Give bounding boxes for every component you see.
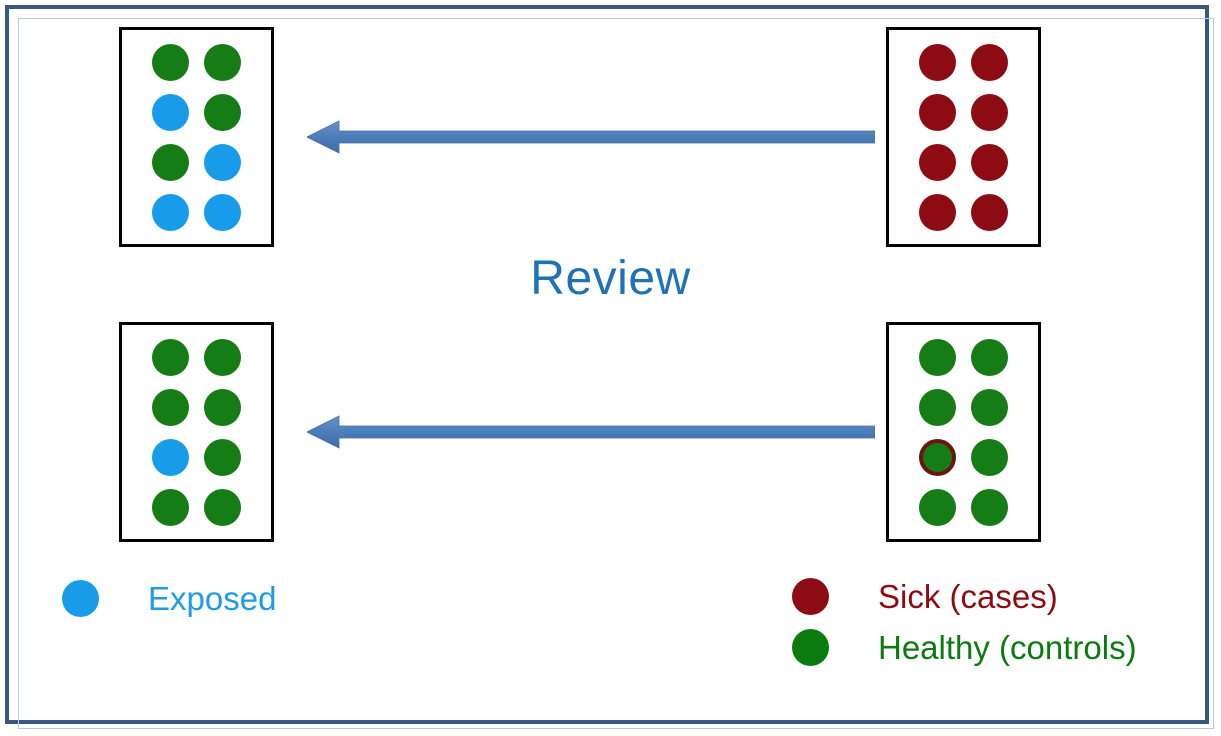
sick-dot — [918, 43, 956, 81]
legend-healthy-label: Healthy (controls) — [878, 629, 1137, 666]
sick-dot — [971, 43, 1009, 81]
healthy-dot — [918, 488, 956, 526]
healthy-dot — [151, 488, 189, 526]
healthy-dot — [204, 338, 242, 376]
healthy-dot — [204, 488, 242, 526]
legend-row-healthy: Healthy (controls) — [792, 629, 1137, 666]
legend-exposed: Exposed — [62, 580, 276, 617]
healthy-dot — [151, 143, 189, 181]
sick-dot — [971, 193, 1009, 231]
sick-dot — [918, 193, 956, 231]
exposed-dot — [151, 193, 189, 231]
healthy-legend-circle-icon — [792, 629, 829, 666]
exposed-legend-circle-icon — [62, 580, 99, 617]
legend-exposed-label: Exposed — [148, 580, 277, 617]
healthy-dot — [971, 338, 1009, 376]
dot-grid — [889, 325, 1038, 539]
legend-row-sick: Sick (cases) — [792, 578, 1137, 615]
dot-grid — [889, 30, 1038, 244]
dot-grid — [122, 30, 271, 244]
sick-dot — [971, 93, 1009, 131]
legend-sick-label: Sick (cases) — [878, 578, 1058, 615]
arrow-left-icon-top — [307, 120, 875, 154]
healthy-highlighted-dot — [918, 438, 956, 476]
sick-dot — [918, 93, 956, 131]
controls-group-box — [886, 322, 1041, 542]
sick-dot — [918, 143, 956, 181]
exposed-dot — [204, 143, 242, 181]
review-label: Review — [530, 252, 691, 305]
healthy-dot — [204, 388, 242, 426]
healthy-dot — [971, 438, 1009, 476]
healthy-dot — [204, 43, 242, 81]
healthy-dot — [971, 388, 1009, 426]
arrow-left-icon-bottom — [307, 415, 875, 449]
exposed-dot — [151, 438, 189, 476]
healthy-dot — [151, 43, 189, 81]
healthy-dot — [204, 93, 242, 131]
sick-dot — [971, 143, 1009, 181]
healthy-dot — [971, 488, 1009, 526]
exposure-history-cases-box — [119, 27, 274, 247]
exposed-dot — [204, 193, 242, 231]
healthy-dot — [151, 388, 189, 426]
healthy-dot — [204, 438, 242, 476]
healthy-dot — [918, 338, 956, 376]
dot-grid — [122, 325, 271, 539]
healthy-dot — [151, 338, 189, 376]
exposure-history-controls-box — [119, 322, 274, 542]
legend-status: Sick (cases) Healthy (controls) — [792, 578, 1137, 666]
sick-legend-circle-icon — [792, 578, 829, 615]
exposed-dot — [151, 93, 189, 131]
cases-group-box — [886, 27, 1041, 247]
healthy-dot — [918, 388, 956, 426]
